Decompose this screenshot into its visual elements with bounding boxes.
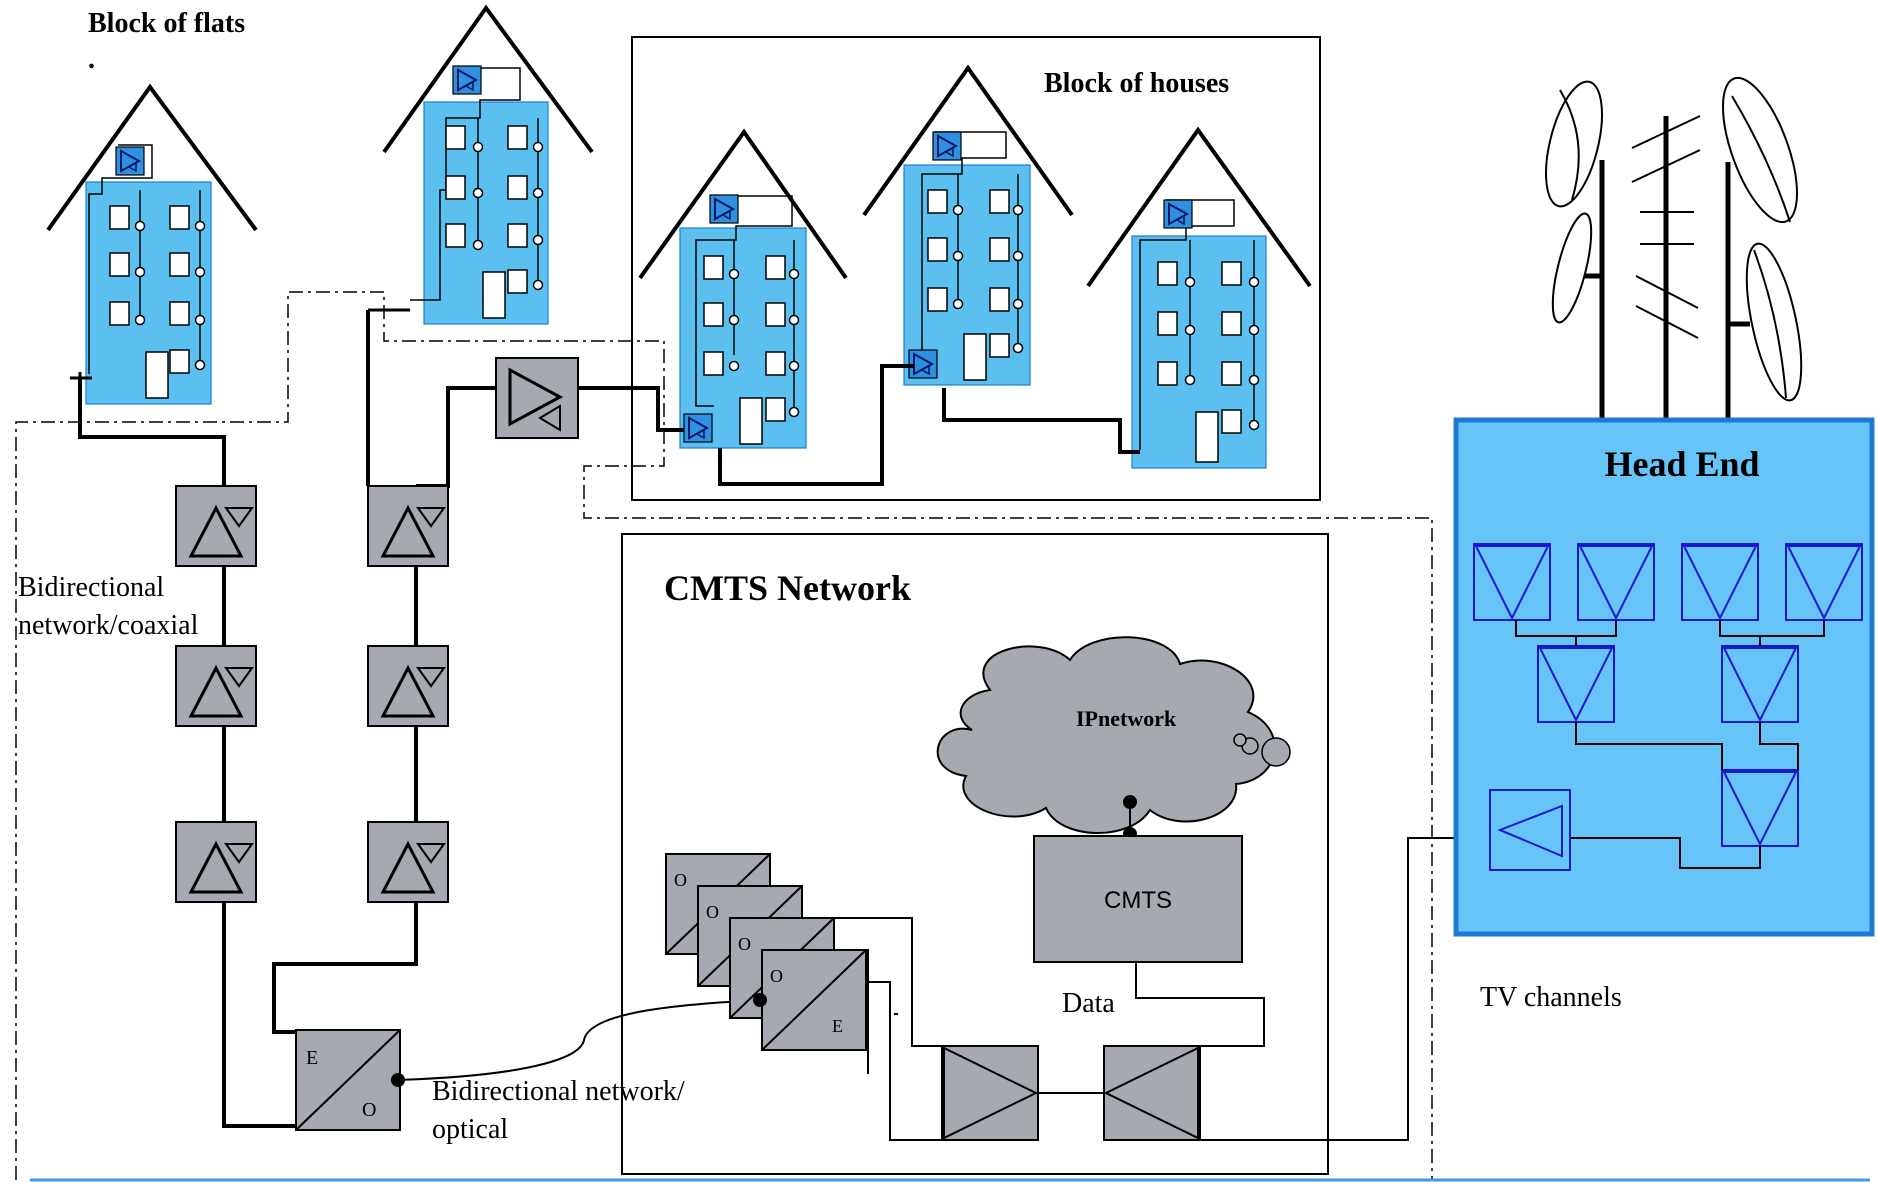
- block-of-flats-label: Block of flats: [88, 8, 245, 39]
- svg-text:E: E: [306, 1047, 318, 1069]
- line-amplifier-icon: [495, 357, 579, 439]
- ip-network-cloud: IPnetwork: [936, 636, 1291, 834]
- block-of-houses-label: Block of houses: [1044, 68, 1229, 99]
- trunk-amplifier-icon: [174, 644, 258, 728]
- combiner-right: [1103, 1045, 1201, 1141]
- head-end-wiring: [1515, 620, 1825, 869]
- head-end-label: Head End: [1604, 444, 1759, 484]
- entry-amplifier-icon: [683, 413, 713, 443]
- svg-text:E: E: [832, 1016, 843, 1036]
- cmts-box: CMTS: [1033, 835, 1243, 963]
- trunk-amplifier-icon: [174, 484, 258, 568]
- coaxial-label-line1: Bidirectional: [18, 572, 164, 603]
- roof-amplifier-icon: [1163, 199, 1193, 229]
- building-flats-1: [46, 83, 258, 405]
- antenna-mast: [1580, 115, 1750, 418]
- tv-channels-label: TV channels: [1480, 982, 1622, 1013]
- data-label: Data: [1062, 988, 1115, 1019]
- trunk-amplifier-icon: [366, 820, 450, 904]
- roof-amplifier-icon: [709, 194, 739, 224]
- svg-text:O: O: [770, 966, 783, 986]
- building-houses-3: [1086, 126, 1312, 469]
- cmts-internal-wiring: [802, 837, 1490, 1141]
- network-boundary-dashdot: [15, 291, 1433, 1180]
- roof-amplifier-icon: [115, 146, 145, 176]
- svg-text:O: O: [706, 902, 719, 922]
- combiner-left: [941, 1045, 1039, 1141]
- coaxial-trunk-lines: [78, 310, 1140, 1128]
- optical-label-line2: optical: [432, 1114, 508, 1145]
- block-of-flats-dot: .: [88, 44, 95, 75]
- eo-converter-hub: E O: [295, 1029, 405, 1131]
- block-of-houses-frame: [631, 36, 1321, 501]
- coaxial-label-line2: network/coaxial: [18, 610, 199, 641]
- cmts-network-frame: [621, 533, 1329, 1175]
- svg-text:O: O: [738, 934, 751, 954]
- svg-text:CMTS: CMTS: [1104, 887, 1172, 914]
- roof-amplifier-icon: [932, 131, 962, 161]
- building-flats-2: [382, 4, 594, 325]
- trunk-amplifier-icon: [366, 644, 450, 728]
- optical-label-line1: Bidirectional network/: [432, 1076, 685, 1107]
- roof-amplifier-icon: [452, 65, 482, 95]
- head-end-box: [1453, 417, 1875, 937]
- building-houses-1: [638, 128, 848, 449]
- svg-text:O: O: [362, 1099, 376, 1121]
- oe-converter-stack: O O O O E: [665, 853, 867, 1051]
- optical-fiber-link: [397, 999, 761, 1081]
- building-houses-2: [862, 64, 1074, 386]
- svg-text:IPnetwork: IPnetwork: [1076, 706, 1177, 731]
- satellite-dish-icon: [1545, 76, 1803, 402]
- svg-text:O: O: [674, 870, 687, 890]
- trunk-amplifier-icon: [174, 820, 258, 904]
- trunk-amplifier-icon: [366, 484, 450, 568]
- head-end-amplifier-icon: [1489, 789, 1571, 871]
- cmts-network-label: CMTS Network: [664, 568, 911, 608]
